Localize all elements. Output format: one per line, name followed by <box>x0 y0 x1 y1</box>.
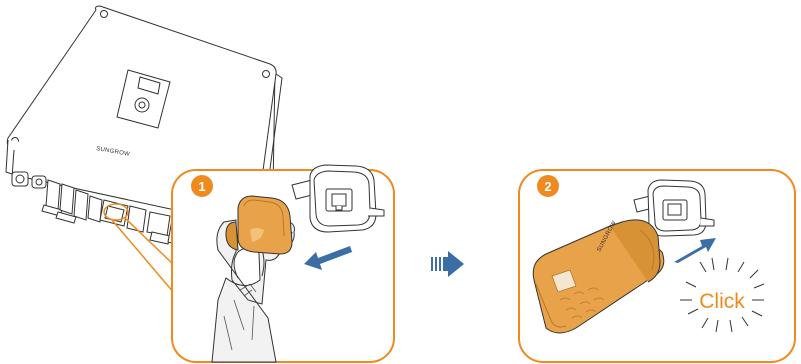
transition-arrow-icon <box>431 251 464 277</box>
detail-box-2: SUNGROW Click 2 <box>519 170 795 362</box>
step-number-2: 2 <box>544 179 551 194</box>
click-label: Click <box>699 290 745 313</box>
detail-box-1: 1 <box>172 165 394 362</box>
step-badge-1: 1 <box>191 175 213 197</box>
step-number-1: 1 <box>198 179 205 194</box>
step-badge-2: 2 <box>537 175 559 197</box>
